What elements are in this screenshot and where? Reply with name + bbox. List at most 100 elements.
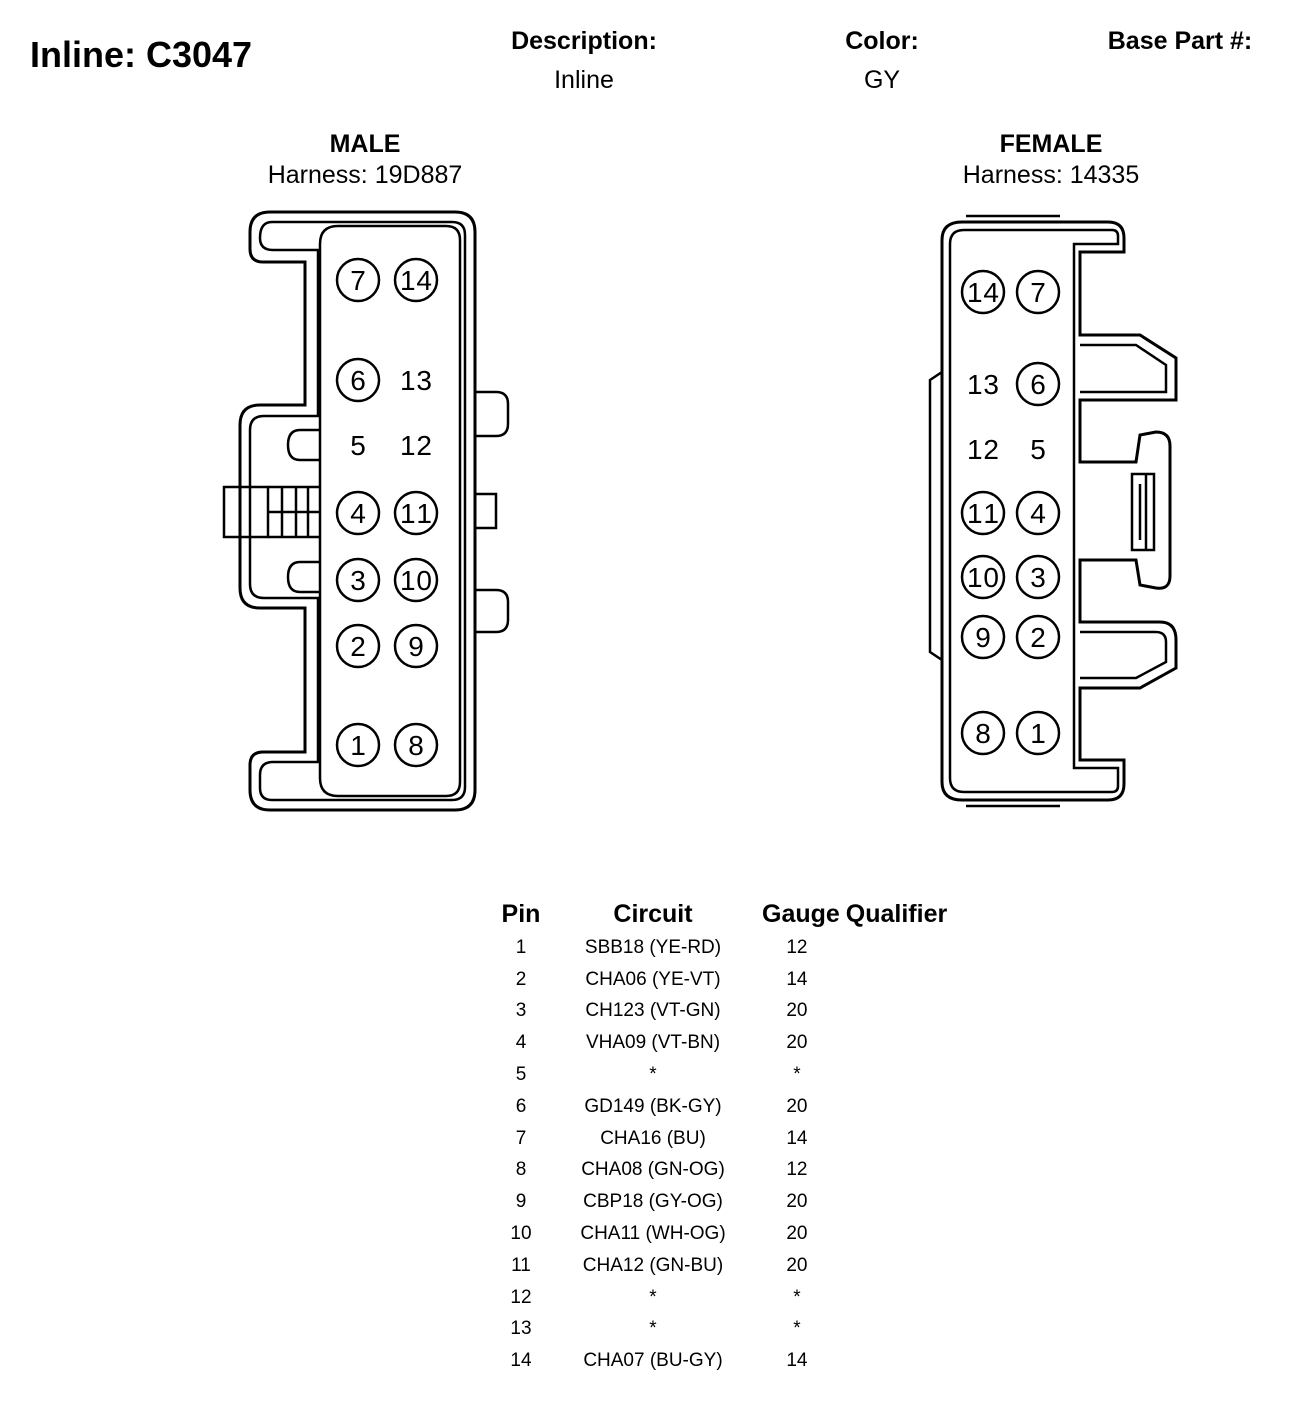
qualifier-cell xyxy=(840,1059,982,1091)
male-pin-label-2: 2 xyxy=(350,631,366,662)
circuit-cell: CBP18 (GY-OG) xyxy=(583,1191,723,1213)
circuit-cell: CHA11 (WH-OG) xyxy=(580,1223,726,1245)
pin-cell: 3 xyxy=(515,1000,527,1022)
female-pin-circle-1 xyxy=(1015,710,1061,756)
table-row: 11 CHA12 (GN-BU) 20 xyxy=(490,1250,982,1282)
base-part-label: Base Part #: xyxy=(1107,27,1253,55)
female-pin-label-10: 10 xyxy=(967,562,999,593)
female-pin-circle-9 xyxy=(960,614,1006,660)
qualifier-cell xyxy=(840,1027,982,1059)
description-label: Description: xyxy=(511,27,657,55)
gauge-cell: 20 xyxy=(786,1254,808,1276)
male-pin-circle-2 xyxy=(335,623,381,669)
female-harness: Harness: 14335 xyxy=(962,161,1140,189)
qualifier-cell xyxy=(840,964,982,996)
qualifier-cell xyxy=(840,1282,982,1314)
circuit-cell: VHA09 (VT-BN) xyxy=(585,1032,721,1054)
table-row: 9 CBP18 (GY-OG) 20 xyxy=(490,1186,982,1218)
male-pin-label-13: 13 xyxy=(400,365,432,396)
female-pin-circle-3 xyxy=(1015,554,1061,600)
male-pin-circle-1 xyxy=(335,722,381,768)
female-connector-body xyxy=(928,214,1178,808)
female-pin-label-12: 12 xyxy=(967,434,999,465)
gauge-cell: * xyxy=(793,1286,801,1308)
circuit-cell: * xyxy=(649,1318,657,1340)
female-pin-label-2: 2 xyxy=(1030,622,1046,653)
color-value: GY xyxy=(863,66,901,94)
female-pin-circle-14 xyxy=(960,269,1006,315)
male-pin-label-10: 10 xyxy=(400,565,432,596)
gauge-cell: 20 xyxy=(786,1223,808,1245)
male-pin-label-3: 3 xyxy=(350,565,366,596)
pin-cell: 11 xyxy=(511,1254,531,1276)
pin-cell: 4 xyxy=(515,1032,527,1054)
female-pin-label-5: 5 xyxy=(1030,434,1046,465)
circuit-cell: * xyxy=(649,1286,657,1308)
pin-cell: 6 xyxy=(515,1095,527,1117)
male-pin-circle-6 xyxy=(335,357,381,403)
female-pin-circle-7 xyxy=(1015,269,1061,315)
table-row: 5** xyxy=(490,1059,982,1091)
gauge-cell: * xyxy=(793,1318,801,1340)
qualifier-cell xyxy=(840,932,982,964)
pin-cell: 10 xyxy=(510,1223,532,1245)
female-pin-label-14: 14 xyxy=(967,277,999,308)
qualifier-cell xyxy=(840,1345,982,1377)
qualifier-cell xyxy=(840,1186,982,1218)
gauge-cell: 14 xyxy=(786,1350,808,1372)
circuit-cell: * xyxy=(649,1064,657,1086)
female-pin-circle-2 xyxy=(1015,614,1061,660)
gauge-cell: 20 xyxy=(786,1191,808,1213)
male-pin-label-1: 1 xyxy=(350,730,366,761)
female-pin-circle-10 xyxy=(960,554,1006,600)
male-pin-label-5: 5 xyxy=(350,430,366,461)
male-pin-label-8: 8 xyxy=(408,730,424,761)
qualifier-cell xyxy=(840,1250,982,1282)
male-pin-circle-4 xyxy=(335,490,381,536)
gauge-cell: 12 xyxy=(786,1159,808,1181)
column-header-pin: Pin xyxy=(501,899,541,928)
gauge-cell: 14 xyxy=(786,1127,808,1149)
pin-cell: 13 xyxy=(510,1318,532,1340)
female-pin-label-7: 7 xyxy=(1030,277,1046,308)
female-pin-label-9: 9 xyxy=(975,622,991,653)
gauge-cell: 20 xyxy=(786,1095,808,1117)
male-pin-circle-7 xyxy=(335,257,381,303)
pin-cell: 8 xyxy=(515,1159,527,1181)
circuit-cell: CHA12 (GN-BU) xyxy=(582,1254,724,1276)
female-title: FEMALE xyxy=(999,130,1103,158)
color-label: Color: xyxy=(845,27,919,55)
qualifier-cell xyxy=(840,1314,982,1346)
female-pin-circle-8 xyxy=(960,710,1006,756)
circuit-cell: GD149 (BK-GY) xyxy=(584,1095,722,1117)
qualifier-cell xyxy=(840,996,982,1028)
circuit-cell: SBB18 (YE-RD) xyxy=(584,936,722,958)
male-pin-circle-8 xyxy=(393,722,439,768)
qualifier-cell xyxy=(840,1123,982,1155)
qualifier-cell xyxy=(840,1091,982,1123)
pin-cell: 2 xyxy=(515,968,527,990)
female-pin-label-4: 4 xyxy=(1030,498,1046,529)
female-pin-circle-6 xyxy=(1015,361,1061,407)
female-pin-circle-11 xyxy=(960,490,1006,536)
male-title: MALE xyxy=(329,130,401,158)
table-row: 12 * * xyxy=(490,1282,982,1314)
male-harness: Harness: 19D887 xyxy=(267,161,463,189)
table-row: 6 GD149 (BK-GY) 20 xyxy=(490,1091,982,1123)
table-row: 13 * * xyxy=(490,1314,982,1346)
pin-cell: 12 xyxy=(510,1286,532,1308)
description-value: Inline xyxy=(554,66,614,94)
circuit-cell: CHA16 (BU) xyxy=(600,1127,706,1149)
male-pin-circle-10 xyxy=(393,557,439,603)
pin-cell: 9 xyxy=(515,1191,527,1213)
male-pin-circle-9 xyxy=(393,623,439,669)
